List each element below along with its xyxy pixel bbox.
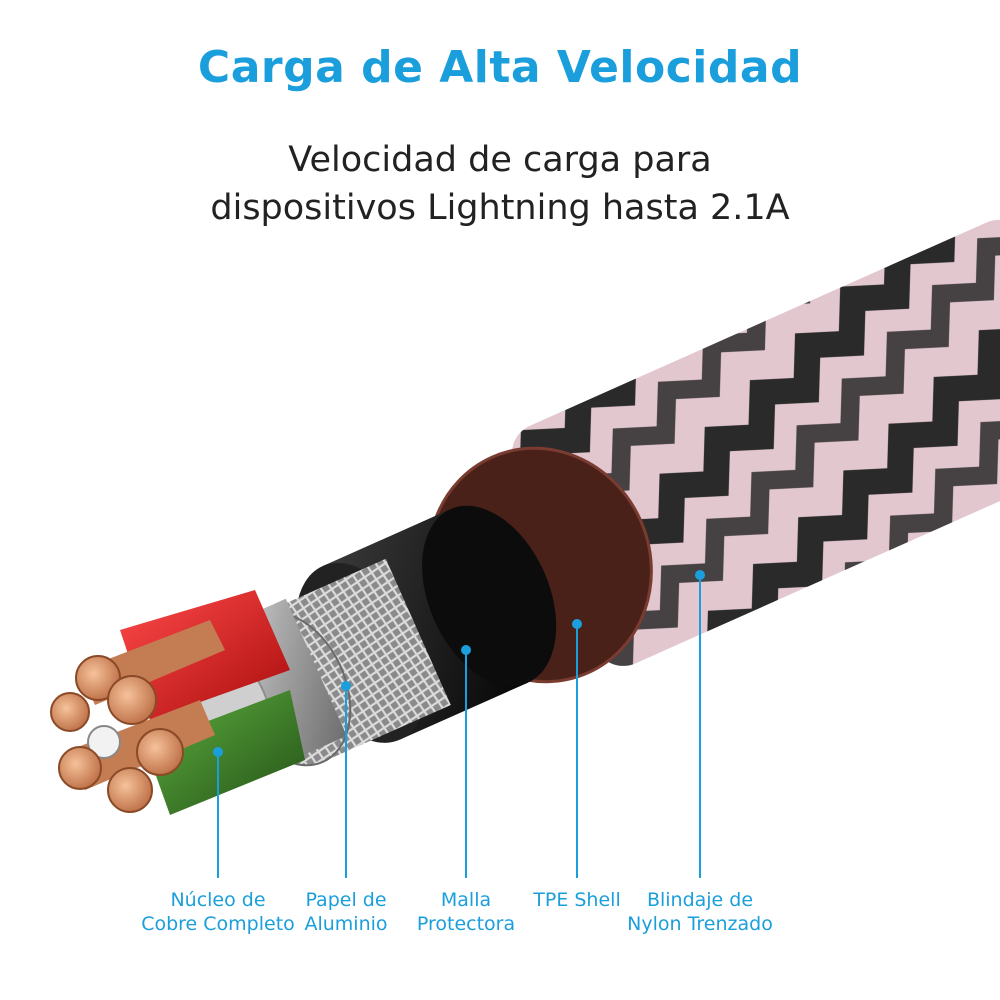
nylon-braid-jacket (511, 219, 1000, 666)
label-copper-core: Núcleo de Cobre Completo (141, 889, 295, 935)
subtitle-line-1: Velocidad de carga para (288, 140, 712, 180)
inner-wires (70, 590, 305, 815)
callout-lines (213, 570, 705, 878)
copper-core (50, 655, 184, 813)
subtitle-line-2: dispositivos Lightning hasta 2.1A (210, 188, 790, 228)
page-title: Carga de Alta Velocidad (197, 42, 803, 93)
label-aluminum-foil: Papel de Aluminio (304, 889, 388, 935)
page-subtitle: Velocidad de carga para dispositivos Lig… (0, 136, 1000, 232)
label-nylon-braid: Blindaje de Nylon Trenzado (627, 889, 773, 935)
label-tpe-shell: TPE Shell (533, 889, 621, 911)
label-protective-mesh: Malla Protectora (416, 889, 516, 935)
